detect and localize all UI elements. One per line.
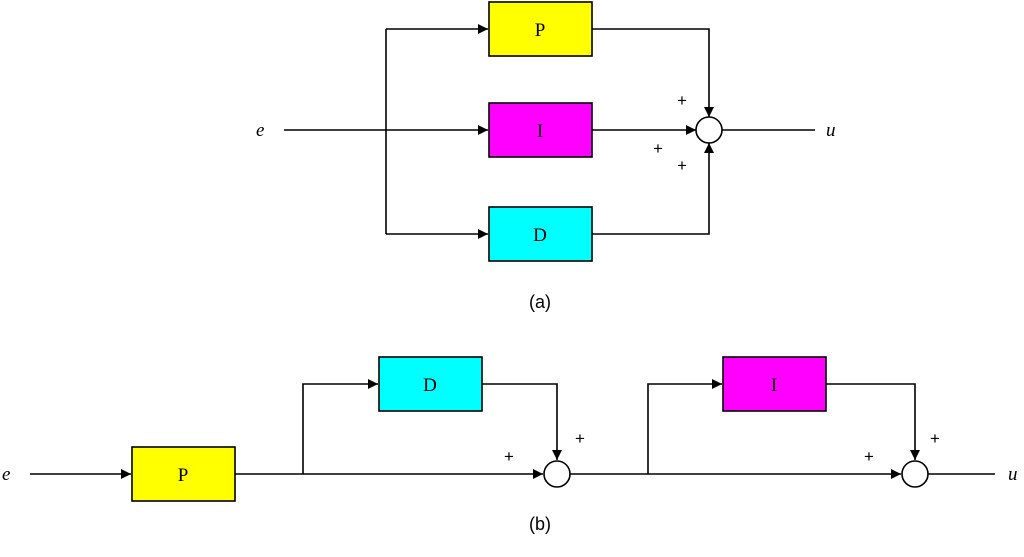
b-input-label: e [2, 464, 10, 485]
a-block-i [488, 102, 593, 158]
b-output-label: u [1008, 464, 1018, 485]
a-block-i-label: I [537, 121, 543, 142]
b-sum2-sign-top: + [930, 429, 940, 448]
b-sum1-sign-top: + [575, 429, 585, 448]
a-input-label: e [256, 120, 264, 141]
b-block-p-label: P [178, 465, 189, 486]
a-sign-top: + [677, 91, 687, 110]
a-block-p-label: P [535, 20, 546, 41]
b-sum1-sign-left: + [504, 447, 514, 466]
b-summing-junction-1 [543, 460, 571, 488]
b-block-i-label: I [771, 375, 777, 396]
b-summing-junction-2 [901, 460, 929, 488]
b-arrow-to-i [647, 379, 722, 474]
diagram-a: P I D e u + + + (a) [256, 1, 836, 312]
a-sign-left: + [653, 139, 663, 158]
diagram-b: P D I e u + + + + (b) [2, 356, 1018, 534]
b-arrow-to-d [302, 379, 378, 474]
b-block-d [378, 356, 483, 412]
b-caption: (b) [529, 514, 551, 534]
a-block-d-label: D [533, 225, 547, 246]
a-arrow-p-to-sum [592, 28, 714, 117]
b-sum2-sign-left: + [864, 447, 874, 466]
a-block-p [488, 1, 593, 57]
b-arrow-d-to-sum1 [482, 383, 562, 460]
a-sign-bottom: + [677, 156, 687, 175]
b-arrow-i-to-sum2 [826, 383, 920, 460]
a-block-d [488, 206, 593, 262]
a-output-label: u [826, 120, 836, 141]
a-arrow-d-to-sum [592, 143, 714, 235]
b-block-d-label: D [423, 375, 437, 396]
a-summing-junction [695, 116, 723, 144]
b-block-i [722, 356, 827, 412]
a-caption: (a) [529, 292, 551, 312]
